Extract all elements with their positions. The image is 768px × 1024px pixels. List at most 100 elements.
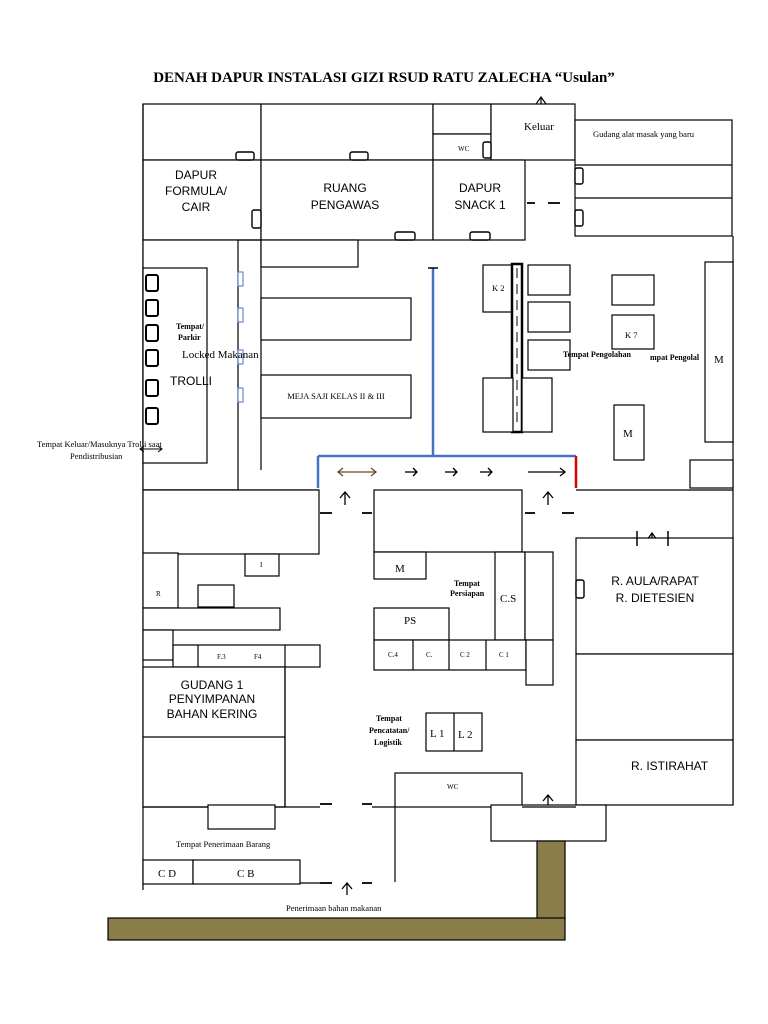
l1-label: L 1 xyxy=(430,728,445,740)
door-marks-right xyxy=(636,531,669,546)
ruang-pengawas-line1: RUANG xyxy=(323,181,366,195)
wc-bottom-label: WC xyxy=(447,783,459,791)
ruang-pengawas-line2: PENGAWAS xyxy=(311,198,379,212)
istirahat-label: R. ISTIRAHAT xyxy=(631,759,709,773)
dapur-snack-line1: DAPUR xyxy=(459,181,501,195)
gudang1-line1: GUDANG 1 xyxy=(181,678,244,692)
locked-makanan-label: Locked Makanan xyxy=(182,349,259,361)
cb-box xyxy=(192,859,301,885)
ps-label: PS xyxy=(404,615,416,627)
pendistribusian-label: Pendistribusian xyxy=(70,451,123,461)
wc-top-label: WC xyxy=(458,145,470,153)
k2-box xyxy=(482,264,514,313)
istirahat-room xyxy=(575,739,734,806)
dapur-formula-line2: FORMULA/ xyxy=(165,184,228,198)
tempat-pengolahan-1: Tempat Pengolahan xyxy=(563,350,631,359)
table-mid xyxy=(260,297,412,341)
c-boxes xyxy=(373,639,527,671)
r-area xyxy=(142,552,179,609)
left-lower-block xyxy=(142,489,320,555)
meja-saji-label: MEJA SAJI KELAS II & III xyxy=(287,391,385,401)
m-box xyxy=(373,551,427,580)
meja-saji xyxy=(260,374,412,419)
c2-label: C 2 xyxy=(460,651,470,659)
keluar-label: Keluar xyxy=(524,121,554,133)
access-road xyxy=(107,840,566,941)
ruang-pengawas-room xyxy=(260,159,434,241)
c1-label: C 1 xyxy=(499,651,509,659)
tempat-pencatatan-2: Pencatatan/ xyxy=(369,726,410,735)
cd-box xyxy=(142,859,194,885)
small-box-r xyxy=(197,584,235,608)
m-center-box xyxy=(613,404,645,461)
tempat-pengolahan-2: mpat Pengolal xyxy=(650,353,700,362)
trolley-exit-arrow xyxy=(139,445,163,453)
trolley-slots xyxy=(145,274,159,425)
m-center-label: M xyxy=(623,428,633,440)
keluar-room xyxy=(490,103,576,161)
c-right-box xyxy=(525,639,554,686)
dapur-snack-line2: SNACK 1 xyxy=(454,198,506,212)
door-symbols-top xyxy=(235,141,584,241)
m-right-label: M xyxy=(714,354,724,366)
tempat-persiapan-1: Tempat xyxy=(454,579,480,588)
dapur-snack-room xyxy=(432,159,526,241)
gudang-alat-label: Gudang alat masak yang baru xyxy=(593,129,695,139)
cb-label: C B xyxy=(237,868,254,880)
right-mid-room xyxy=(575,653,734,741)
dapur-formula-line3: CAIR xyxy=(182,200,211,214)
table-k7-top xyxy=(611,274,655,306)
cs-label: C.S xyxy=(500,593,516,605)
right-small-box xyxy=(689,459,734,489)
tempat-pencatatan-3: Logistik xyxy=(374,738,403,747)
shelf-f xyxy=(172,644,321,668)
wc-bottom-room xyxy=(394,772,523,808)
aula-line2: R. DIETESIEN xyxy=(616,591,695,605)
plan-title: DENAH DAPUR INSTALASI GIZI RSUD RATU ZAL… xyxy=(153,70,615,86)
penerimaan-bahan-label: Penerimaan bahan makanan xyxy=(286,903,382,913)
tempat-penerimaan-label: Tempat Penerimaan Barang xyxy=(176,839,271,849)
table-k2-3 xyxy=(527,339,571,371)
table-k2-1 xyxy=(527,264,571,296)
tempat-parkir-line1: Tempat/ xyxy=(176,322,205,331)
cd-label: C D xyxy=(158,868,176,880)
door-gaps-lower xyxy=(320,512,574,884)
locker-doors xyxy=(237,271,244,403)
table-top xyxy=(260,239,359,268)
aula-line1: R. AULA/RAPAT xyxy=(611,574,699,588)
table-k2-4 xyxy=(482,377,514,433)
bottom-right-platform xyxy=(490,804,607,842)
k2-label: K 2 xyxy=(492,283,505,293)
tempat-persiapan-2: Persiapan xyxy=(450,589,485,598)
top-small-room xyxy=(432,103,492,135)
top-mid-room xyxy=(260,103,434,161)
tempat-pencatatan-1: Tempat xyxy=(376,714,402,723)
c4-label: C.4 xyxy=(388,651,398,659)
c-dot-label: C. xyxy=(426,651,433,659)
table-k2-2 xyxy=(527,301,571,333)
gudang1-line2: PENYIMPANAN xyxy=(169,692,255,706)
m-box-label: M xyxy=(395,563,405,575)
tempat-parkir-line2: Parkir xyxy=(178,333,201,342)
gudang-alat-room xyxy=(574,119,733,237)
table-k2-5 xyxy=(521,377,553,433)
i-label: I xyxy=(260,561,263,569)
k7-label: K 7 xyxy=(625,330,638,340)
shelf-top xyxy=(142,607,281,631)
tempat-keluar-label: Tempat Keluar/Masuknya Trolli saat xyxy=(37,439,162,449)
f3-label: F.3 xyxy=(217,653,226,661)
trolli-label: TROLLI xyxy=(170,374,212,388)
cs-box-right xyxy=(524,551,554,641)
m-right-box xyxy=(704,261,734,443)
gudang1-line3: BAHAN KERING xyxy=(167,707,258,721)
dapur-formula-line1: DAPUR xyxy=(175,168,217,182)
i-box xyxy=(244,553,280,577)
l2-label: L 2 xyxy=(458,729,473,741)
k7-box xyxy=(611,314,655,350)
door-symbols-right xyxy=(575,579,585,599)
shelf-left xyxy=(142,629,174,661)
f4-label: F4 xyxy=(254,653,262,661)
flow-arrows xyxy=(336,467,567,477)
r-label: R xyxy=(156,590,161,598)
